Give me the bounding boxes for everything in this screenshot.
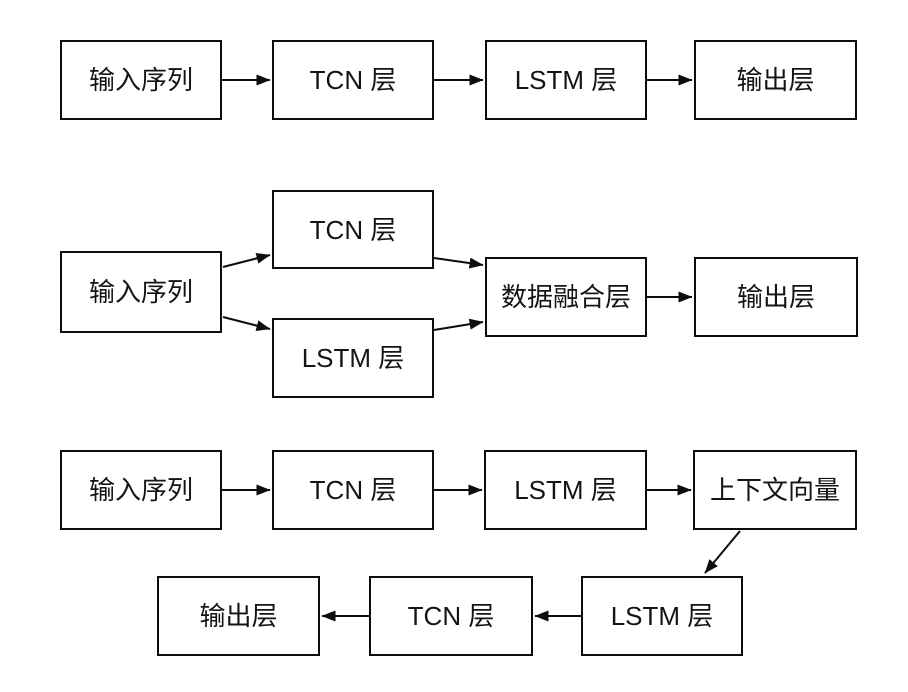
d2-arrow-input-to-lstm [222, 316, 271, 331]
d2-arrow-input-to-tcn [222, 253, 271, 268]
d3-box-tcn-layer: TCN 层 [272, 450, 434, 530]
d3-box-output-layer: 输出层 [157, 576, 320, 656]
d2-box-fusion-layer: 数据融合层 [485, 257, 647, 337]
d1-box-lstm-layer: LSTM 层 [485, 40, 647, 120]
d2-box-output-layer: 输出层 [694, 257, 858, 337]
d1-box-input-sequence: 输入序列 [60, 40, 222, 120]
d3-box-tcn-layer-2: TCN 层 [369, 576, 533, 656]
d3-arrow-context-to-lstm2 [704, 530, 741, 574]
d2-arrow-lstm-to-fusion [433, 318, 484, 331]
d2-box-tcn-layer: TCN 层 [272, 190, 434, 269]
d2-box-lstm-layer: LSTM 层 [272, 318, 434, 398]
d2-box-input-sequence: 输入序列 [60, 251, 222, 333]
d3-box-lstm-layer-2: LSTM 层 [581, 576, 743, 656]
d3-box-input-sequence: 输入序列 [60, 450, 222, 530]
d3-box-lstm-layer: LSTM 层 [484, 450, 647, 530]
d2-arrow-tcn-to-fusion [433, 257, 484, 269]
d1-box-tcn-layer: TCN 层 [272, 40, 434, 120]
d3-box-context-vector: 上下文向量 [693, 450, 857, 530]
d1-box-output-layer: 输出层 [694, 40, 857, 120]
